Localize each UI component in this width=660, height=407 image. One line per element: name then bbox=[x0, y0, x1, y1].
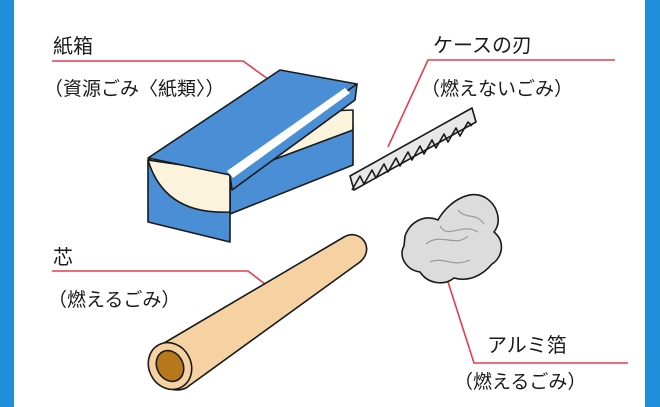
category-blade: （燃えないごみ） bbox=[421, 78, 574, 100]
category-foil: （燃えるごみ） bbox=[454, 371, 587, 393]
category-core: （燃えるごみ） bbox=[48, 289, 181, 311]
box-lid-edge bbox=[227, 88, 350, 178]
foil-crumple bbox=[401, 193, 503, 284]
paper-box-illustration bbox=[147, 69, 358, 243]
label-paper-box: 紙箱 bbox=[53, 34, 93, 58]
label-foil: アルミ箔 bbox=[487, 333, 567, 357]
label-blade: ケースの刃 bbox=[433, 33, 532, 57]
category-paper-box: （資源ごみ〈紙類〉） bbox=[44, 78, 225, 100]
label-core: 芯 bbox=[53, 245, 73, 269]
inner-panel bbox=[14, 0, 645, 407]
core-tube-illustration bbox=[147, 234, 368, 391]
blade-teeth bbox=[351, 121, 473, 191]
tube-end-inner bbox=[155, 349, 185, 383]
foil-wrinkles bbox=[425, 209, 485, 264]
leader-foil bbox=[439, 256, 628, 364]
box-inner-front bbox=[147, 159, 231, 213]
foil-illustration bbox=[401, 193, 503, 284]
blade-illustration bbox=[349, 107, 477, 191]
leader-blade bbox=[387, 59, 615, 148]
